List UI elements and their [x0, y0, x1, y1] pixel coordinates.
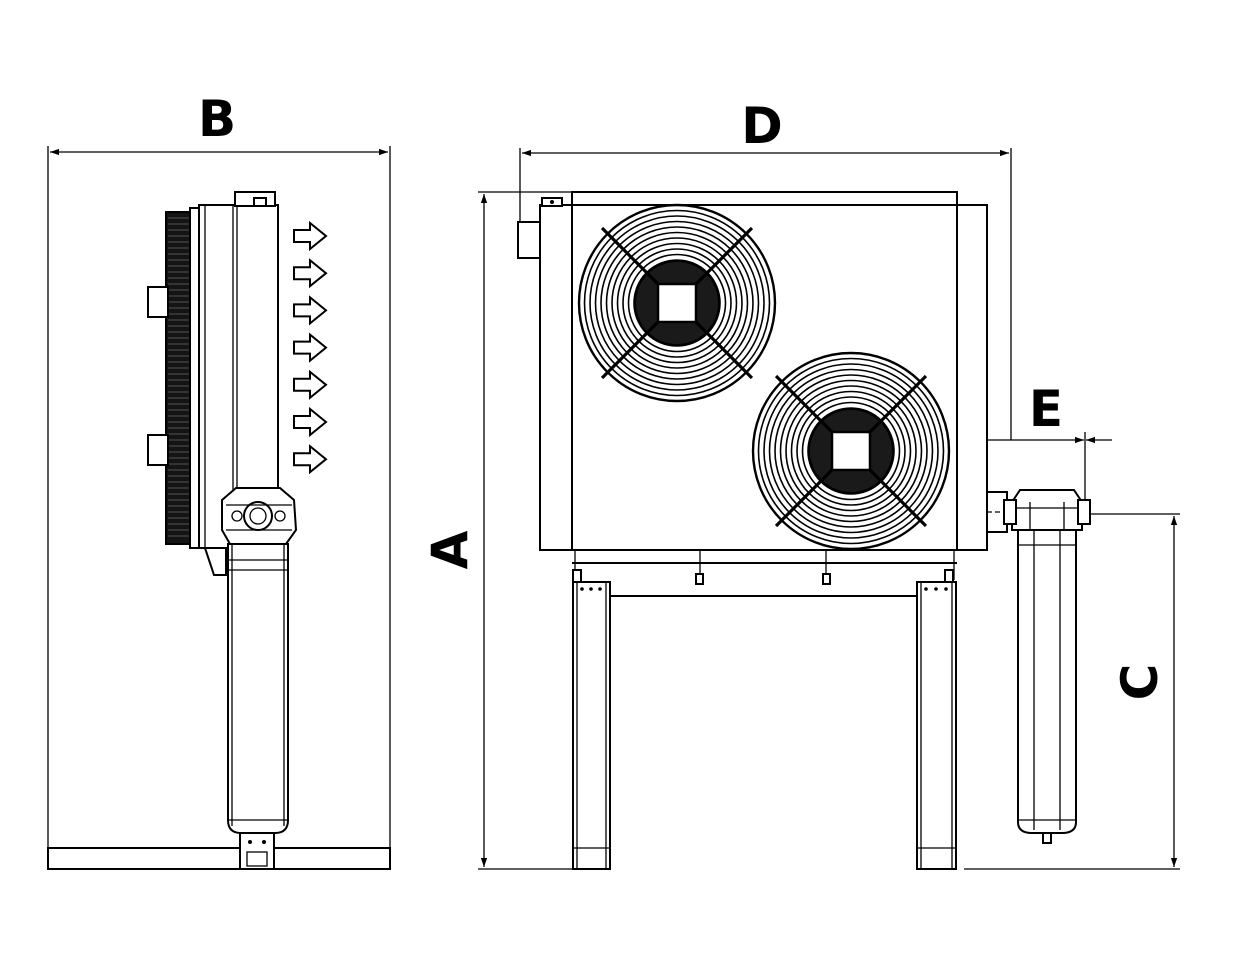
front-leg-left: [572, 581, 611, 870]
side-motor-boss-lower: [147, 434, 169, 466]
filter-view: [1003, 489, 1091, 844]
front-view: [517, 191, 1012, 870]
filter-head: [1011, 489, 1083, 531]
airflow-arrow: [293, 369, 328, 400]
label-d: D: [741, 97, 783, 155]
front-leg-right: [916, 581, 957, 870]
dimension-e: E: [988, 380, 1112, 516]
airflow-arrows: [293, 220, 328, 475]
side-base-plate: [47, 847, 391, 870]
dimension-a: A: [421, 191, 575, 870]
airflow-arrow: [293, 295, 328, 326]
fan-lower: [751, 351, 951, 551]
front-right-frame: [956, 204, 988, 551]
side-filter-body: [227, 543, 289, 834]
airflow-arrow: [293, 220, 328, 252]
airflow-arrow: [293, 332, 328, 363]
fan-upper: [577, 203, 777, 403]
side-fan-shroud: [165, 207, 201, 549]
dimension-d: D: [519, 97, 1012, 440]
airflow-arrow: [293, 406, 328, 438]
filter-body: [1017, 529, 1077, 834]
side-foot-bracket: [239, 832, 275, 870]
side-motor-boss-upper: [147, 286, 169, 318]
airflow-arrow: [293, 444, 328, 475]
front-inlet-port: [517, 221, 541, 259]
label-c: C: [1111, 664, 1169, 701]
airflow-arrow: [293, 258, 328, 289]
dimension-b: B: [47, 90, 391, 848]
label-b: B: [198, 90, 236, 148]
side-view: [47, 191, 391, 870]
label-e: E: [1029, 380, 1063, 438]
front-bottom-rail: [572, 550, 957, 597]
label-a: A: [421, 530, 479, 569]
side-filter-head: [221, 487, 298, 545]
front-left-frame: [539, 204, 573, 551]
